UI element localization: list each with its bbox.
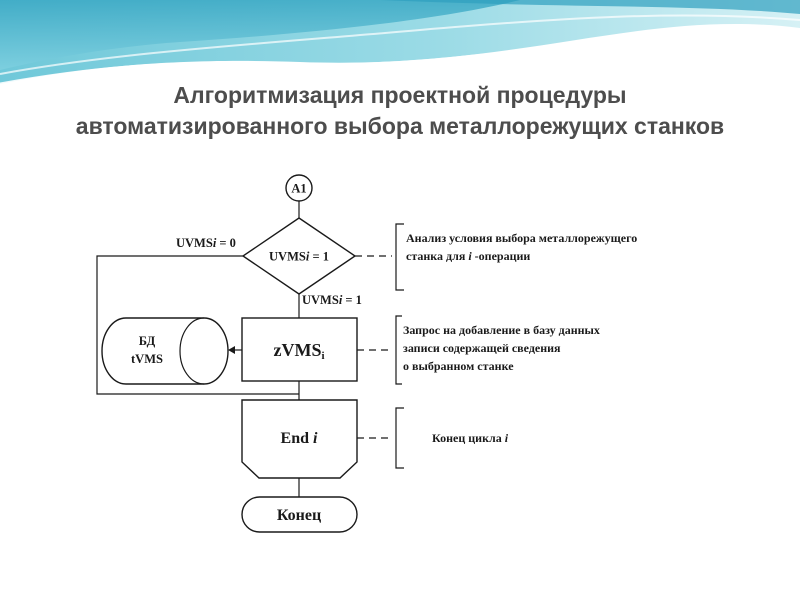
- slide-title: Алгоритмизация проектной процедуры автом…: [0, 80, 800, 142]
- header-wave-banner: [0, 0, 800, 90]
- decision-block: UVMSi = 1: [241, 217, 357, 295]
- database-storage: БД tVMS: [101, 317, 229, 385]
- connector-a1: A1: [285, 174, 313, 202]
- terminator-end: Конец: [241, 496, 358, 533]
- decision-annotation-line-2: станка для i -операции: [406, 249, 530, 263]
- database-label-line-2: tVMS: [131, 352, 163, 366]
- slide-title-line-1: Алгоритмизация проектной процедуры: [173, 82, 627, 108]
- no-branch-loop-line: [96, 255, 299, 395]
- process-to-database-arrow: [228, 346, 235, 354]
- loop-end-annotation-text: Конец цикла i: [432, 431, 509, 445]
- decision-annotation-line-1: Анализ условия выбора металлорежущего: [406, 231, 637, 245]
- connector-label: A1: [291, 182, 306, 196]
- process-annotation-bracket: [395, 315, 402, 385]
- terminator-label: Конец: [277, 507, 321, 524]
- no-branch-label: UVMSi = 0: [176, 236, 236, 250]
- loop-end-annotation-bracket: [395, 407, 404, 469]
- process-block-zvms: zVMSi: [241, 317, 358, 382]
- decision-label: UVMSi = 1: [269, 250, 329, 264]
- process-annotation-line-1: Запрос на добавление в базу данных: [403, 323, 600, 337]
- decision-annotation-bracket: [395, 223, 404, 291]
- loop-end-label: End i: [281, 430, 318, 447]
- yes-branch-label: UVMSi = 1: [302, 293, 362, 307]
- process-label: zVMSi: [273, 340, 324, 362]
- database-label-line-1: БД: [139, 334, 156, 348]
- loop-end-block: End i: [241, 399, 358, 479]
- process-annotation-line-3: о выбранном станке: [403, 359, 514, 373]
- process-annotation-line-2: записи содержащей сведения: [403, 341, 561, 355]
- slide-title-line-2: автоматизированного выбора металлорежущи…: [75, 113, 725, 139]
